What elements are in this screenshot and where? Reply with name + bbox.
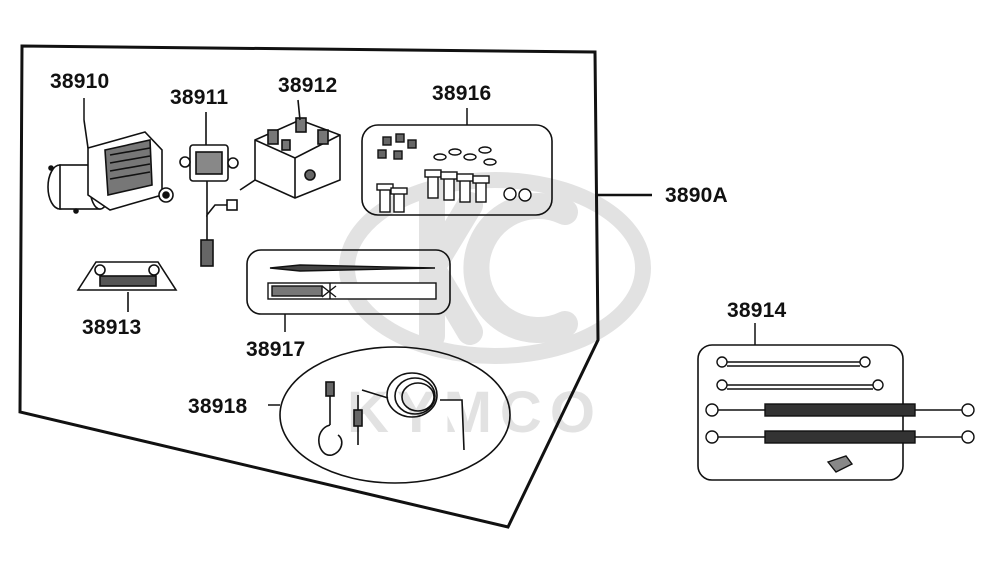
part-label-38918: 38918 [188, 395, 248, 418]
solenoid-relay-icon [239, 99, 341, 199]
label-decal-icon [267, 264, 437, 300]
part-label-38910: 38910 [50, 70, 110, 93]
hardware-bolt-kit-icon [376, 133, 532, 213]
decal-box [246, 249, 451, 315]
part-label-38916: 38916 [432, 82, 492, 105]
winch-motor-icon [47, 119, 174, 214]
hook-cable-group [279, 346, 511, 484]
hook-and-cable-icon [318, 372, 465, 456]
part-label-38914: 38914 [727, 299, 787, 322]
battery-cable-set-icon [705, 356, 975, 473]
part-label-38913: 38913 [82, 316, 142, 339]
kit-label-3890A: 3890A [665, 184, 728, 207]
part-label-38917: 38917 [246, 338, 306, 361]
part-label-38911: 38911 [170, 86, 229, 109]
wiring-harness-icon [179, 112, 239, 267]
fairlead-icon [76, 261, 178, 312]
kit-boundary [18, 44, 600, 529]
hardware-kit-box [361, 124, 553, 216]
part-label-38912: 38912 [278, 74, 338, 97]
